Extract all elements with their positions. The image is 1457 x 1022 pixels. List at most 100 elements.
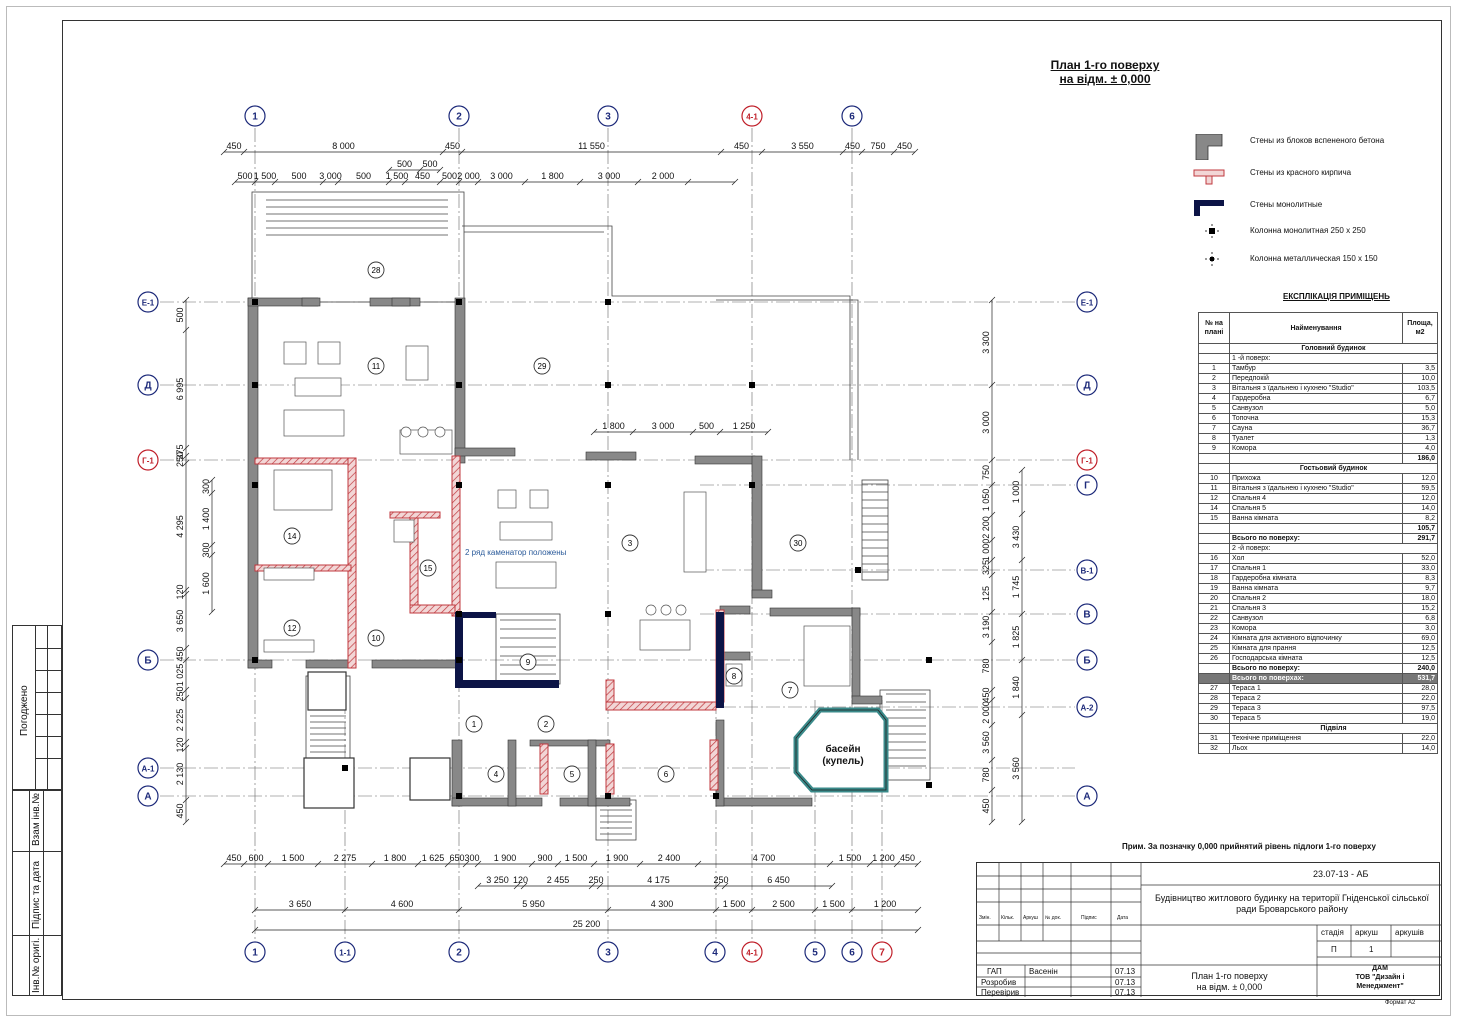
room-tag-29 — [533, 357, 551, 375]
explication-cell-area: 15,2 — [1402, 603, 1438, 614]
axis-bottom-8-circle — [871, 941, 893, 963]
dim-left-outer-text: 450 — [175, 646, 185, 661]
dim-bottom-1-text: 1 500 — [282, 853, 305, 863]
dim-bottom-3-tick — [341, 906, 349, 914]
wall-concrete — [454, 297, 466, 464]
axis-top-2-circle — [597, 105, 619, 127]
room-tag-9-label: 9 — [526, 658, 531, 667]
dim-left-outer-text: 2 130 — [175, 763, 185, 786]
dim-right-a-tick — [988, 818, 996, 826]
room-tag-12 — [283, 619, 301, 637]
explication-cell-name: Головний будинок — [1229, 343, 1438, 354]
dim-bottom-1-tick — [368, 860, 376, 868]
dim-bottom-2-tick — [596, 882, 604, 890]
dim-bottom-1-text: 300 — [464, 853, 479, 863]
axis-right-3-circle — [1076, 474, 1098, 496]
legend-label: Стены монолитные — [1250, 200, 1323, 209]
terrace-28-outline — [251, 191, 465, 303]
dim-bottom-2-tick — [721, 882, 729, 890]
explication-cell-name: Хол — [1229, 553, 1403, 564]
room-tag-3 — [621, 534, 639, 552]
explication-row: Всього по поверхах:531,7 — [1198, 673, 1438, 684]
stool — [434, 426, 446, 438]
dim-bottom-3-text: 4 600 — [391, 899, 414, 909]
axis-top-3-label: 4-1 — [746, 113, 758, 122]
dim-bottom-1-tick — [220, 860, 228, 868]
explication-col-area: Площа, м2 — [1402, 312, 1438, 344]
dim-top-2-tick — [334, 178, 342, 186]
room-tag-1-label: 1 — [472, 720, 477, 729]
room-tag-28 — [367, 261, 385, 279]
dim-bottom-1-text: 2 400 — [658, 853, 681, 863]
dim-inner-tick — [764, 428, 772, 436]
wall-concrete — [751, 455, 763, 597]
dim-top-2b-tick — [385, 166, 393, 174]
dim-top-1-tick — [758, 148, 766, 156]
explication-cell-name: Господарська кімната — [1229, 653, 1403, 664]
dim-inner-text: 3 000 — [652, 421, 675, 431]
dim-top-1-text: 11 550 — [578, 141, 605, 151]
axis-bottom-5-label: 4-1 — [746, 949, 758, 958]
dim-top-1-text: 8 000 — [332, 141, 355, 151]
dim-bottom-1-text: 1 800 — [384, 853, 407, 863]
explication-cell-area: 531,7 — [1402, 673, 1438, 684]
dim-left-outer-text: 1 025 — [175, 664, 185, 687]
dim-left-outer-text: 375 — [175, 444, 185, 459]
stair-interior — [495, 613, 561, 685]
explication-cell-num: 8 — [1198, 433, 1230, 444]
dim-bottom-2-tick — [828, 882, 836, 890]
explication-cell-num: 15 — [1198, 513, 1230, 524]
room-tag-10 — [367, 629, 385, 647]
axis-right-5-circle — [1076, 603, 1098, 625]
dim-left-outer-tick — [182, 694, 190, 702]
wall-concrete — [301, 297, 321, 307]
dim-right-a-text: 1 050 — [981, 489, 991, 512]
room-tag-15-label: 15 — [424, 564, 433, 573]
dim-bottom-1-tick — [914, 860, 922, 868]
dim-bottom-2-text: 2 455 — [547, 875, 570, 885]
explication-cell-num: 4 — [1198, 393, 1230, 404]
dim-right-a-text: 450 — [981, 798, 991, 813]
dim-bottom-1-text: 4 700 — [753, 853, 776, 863]
axis-bottom-2-label: 2 — [456, 948, 462, 959]
column — [926, 782, 932, 788]
explication-cell-name: Кімната для активного відпочинку — [1229, 633, 1403, 644]
explication-cell-num: 14 — [1198, 503, 1230, 514]
room-tag-2-label: 2 — [544, 720, 549, 729]
pool-label-line2: (купель) — [822, 756, 864, 767]
explication-cell-num: 11 — [1198, 483, 1230, 494]
explication-row: Всього по поверху:291,7 — [1198, 533, 1438, 544]
explication-row: Гостьовий будинок — [1198, 463, 1438, 474]
explication-cell-num — [1198, 453, 1230, 464]
wall-concrete — [585, 451, 637, 461]
axis-top-4-circle — [841, 105, 863, 127]
explication-cell-name: 1 -й поверх: — [1229, 353, 1438, 364]
dim-top-2-text: 3 000 — [319, 171, 342, 181]
explication-cell-area: 97,5 — [1402, 703, 1438, 714]
axis-left-4-circle — [137, 757, 159, 779]
room-tag-11-label: 11 — [372, 362, 381, 371]
room-tag-3-label: 3 — [628, 539, 633, 548]
hdr-sheet: Аркуш — [1023, 915, 1038, 921]
dining-table — [683, 491, 707, 573]
dim-top-2b-tick — [416, 166, 424, 174]
dim-right-a-tick — [988, 296, 996, 304]
dim-top-2-tick — [576, 178, 584, 186]
dim-bottom-1-text: 450 — [226, 853, 241, 863]
explication-row: 1 -й поверх: — [1198, 353, 1438, 364]
explication-cell-empty — [1198, 463, 1230, 474]
explication-cell-name: Спальня 4 — [1229, 493, 1403, 504]
dim-top-2-text: 500 — [442, 171, 457, 181]
wall-brick — [451, 455, 461, 617]
room-tag-14-label: 14 — [288, 532, 297, 541]
date-1: 07.13 — [1115, 967, 1136, 976]
axis-bottom-1-label: 1-1 — [339, 949, 351, 958]
wall-brick — [605, 701, 717, 711]
dim-right-a-tick — [988, 608, 996, 616]
axis-right-0-label: Е-1 — [1081, 299, 1094, 308]
block-column — [409, 757, 451, 801]
dim-left-inner-tick — [208, 608, 216, 616]
